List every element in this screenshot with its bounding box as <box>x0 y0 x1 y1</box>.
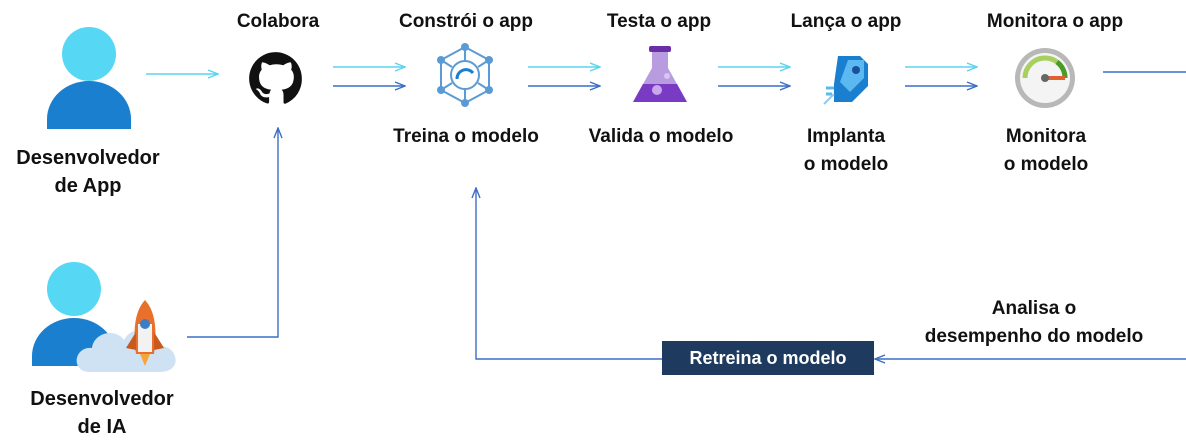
ai-developer-label: Desenvolvedor de IA <box>30 388 174 438</box>
retrain-model-badge: Retreina o modelo <box>662 341 874 375</box>
stage-label-test-app: Testa o app <box>606 11 712 32</box>
stage-label-build-app: Constrói o app <box>398 11 534 32</box>
app-developer-label: Desenvolvedor de App <box>16 147 160 197</box>
arrow-aidev-to-github <box>187 128 278 338</box>
stage-label-train-model: Treina o modelo <box>393 126 539 147</box>
ai-developer-person-icon <box>32 262 176 372</box>
deploy-rocket-icon <box>823 56 868 105</box>
ml-network-icon <box>437 43 493 107</box>
stage-label-release-app: Lança o app <box>790 11 902 32</box>
stage-label-monitor-model: Monitora o modelo <box>1003 126 1089 175</box>
cloud-rocket-icon <box>76 300 176 372</box>
stage-label-deploy-model: Implanta o modelo <box>803 126 889 175</box>
app-developer-person-icon <box>47 27 131 129</box>
github-icon <box>249 52 302 104</box>
stage-label-validate-model: Valida o modelo <box>588 126 734 147</box>
gauge-icon <box>1015 48 1075 108</box>
stage-label-monitor-app: Monitora o app <box>986 11 1124 32</box>
analyze-performance-label: Analisa o desempenho do modelo <box>924 298 1144 347</box>
flask-icon <box>633 46 687 102</box>
stage-label-collaborate: Colabora <box>236 11 320 32</box>
arrow-retrain-to-build <box>476 188 662 360</box>
